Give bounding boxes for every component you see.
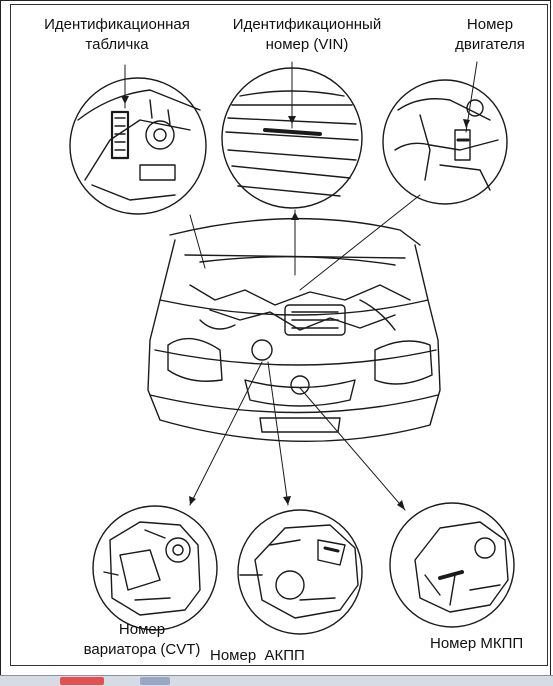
engine-number-label-line1: Номер [466,16,514,33]
akpp-label: Номер АКПП [210,647,305,664]
mkpp-label: Номер МКПП [430,635,524,652]
id-plate-detail-circle [69,77,207,215]
cvt-label: Номер вариатора (CVT) [72,620,212,660]
vin-label: Идентификационный номер (VIN) [212,15,402,55]
vin-label-line2: номер (VIN) [265,36,349,53]
id-plate-label: Идентификационная табличка [22,15,212,55]
cvt-label-line1: Номер [118,621,166,638]
engine-number-label-line2: двигателя [455,36,525,53]
id-plate-label-line1: Идентификационная [44,16,190,33]
cvt-detail-circle [92,505,218,631]
taskbar-app-button[interactable] [140,677,170,685]
diagram-panel [10,4,548,666]
id-plate-label-line2: табличка [85,36,149,53]
taskbar-app-button[interactable] [60,677,104,685]
vin-label-line1: Идентификационный [232,16,382,33]
car-front-outline [147,217,441,443]
akpp-detail-circle [237,509,363,635]
engine-number-label: Номер двигателя [440,15,540,55]
arrowheads [121,96,470,510]
engine-number-detail-circle [382,79,508,205]
mkpp-detail-circle [389,502,515,628]
taskbar-strip [0,675,553,686]
cvt-label-line2: вариатора (CVT) [83,641,201,658]
